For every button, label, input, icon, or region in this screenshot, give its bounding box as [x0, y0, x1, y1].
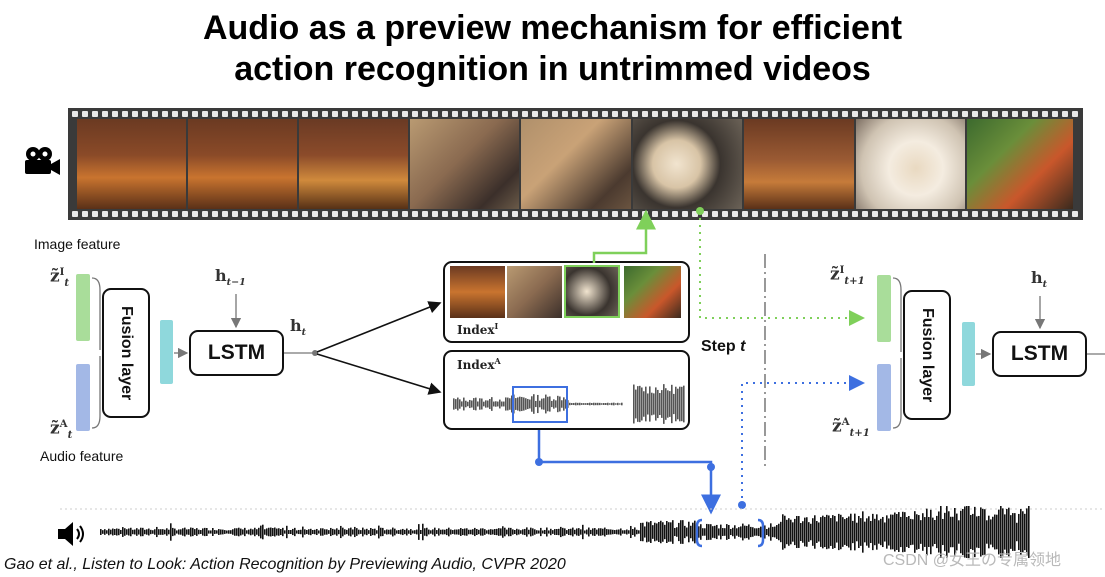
video-frame-9 — [967, 119, 1073, 209]
video-frame-3 — [299, 119, 408, 209]
green-dotted-arrow — [699, 211, 865, 326]
index-image-box: IndexI — [443, 261, 690, 343]
z-image-t-label: z̃It — [50, 266, 70, 290]
blue-dot-right — [707, 463, 715, 471]
z-audio-t-label: z̃At — [50, 418, 73, 442]
audio-feature-label: Audio feature — [40, 448, 124, 464]
video-frame-5 — [521, 119, 631, 209]
h-t-minus-1-label: ht−1 — [215, 266, 246, 289]
video-frame-4 — [410, 119, 519, 209]
video-camera-icon — [25, 147, 60, 175]
index-frame-2 — [507, 266, 562, 318]
branch-point — [312, 350, 318, 356]
video-frame-2 — [188, 119, 297, 209]
blue-select-arrow — [537, 430, 721, 515]
citation: Gao et al., Listen to Look: Action Recog… — [4, 556, 566, 573]
fusion-layer-box: Fusion layer — [102, 288, 150, 418]
audio-feature-bar — [76, 364, 90, 431]
video-frame-7 — [744, 119, 854, 209]
lstm-box-next: LSTM — [992, 331, 1087, 377]
watermark: CSDN @女王の专属领地 — [883, 552, 1062, 569]
index-audio-waveforms — [453, 384, 685, 424]
z-image-t1-label: z̃It+1 — [830, 264, 865, 288]
index-frame-1 — [450, 266, 505, 318]
index-audio-box: IndexA — [443, 350, 690, 430]
index-frame-3-selected — [564, 265, 620, 318]
lstm-box: LSTM — [189, 330, 284, 376]
blue-dotted-arrow — [741, 375, 865, 505]
to-index-image-arrow — [316, 301, 442, 353]
index-audio-label: IndexA — [457, 356, 501, 372]
step-label: Step t — [701, 338, 746, 355]
video-frame-6 — [633, 119, 742, 209]
z-audio-t1-label: z̃At+1 — [832, 416, 870, 440]
title-line-1: Audio as a preview mechanism for efficie… — [202, 9, 903, 47]
fusion-layer-box-next: Fusion layer — [903, 290, 951, 420]
audio-waveform — [100, 506, 1030, 558]
green-select-arrow — [592, 209, 656, 263]
right-brace — [892, 277, 902, 429]
index-image-label: IndexI — [457, 321, 499, 337]
index-frame-4 — [624, 266, 681, 318]
fusion-layer-label-next: Fusion layer — [919, 307, 936, 403]
fusion-layer-label: Fusion layer — [118, 305, 135, 401]
left-brace — [91, 277, 101, 429]
h-t-label-next: ht — [1031, 268, 1048, 291]
video-frame-1 — [77, 119, 186, 209]
h-t-label: ht — [290, 316, 307, 339]
audio-feature-bar-next — [877, 364, 891, 431]
slide-title: Audio as a preview mechanism for efficie… — [0, 8, 1105, 90]
fused-feature-bar — [160, 320, 173, 384]
waveform-bracket-left — [695, 518, 703, 548]
fused-feature-bar-next — [962, 322, 975, 386]
blue-dot-left — [535, 458, 543, 466]
speaker-icon — [58, 522, 84, 546]
title-line-2: action recognition in untrimmed videos — [234, 50, 871, 88]
film-sprockets — [72, 111, 1078, 217]
index-audio-selected — [512, 386, 568, 423]
waveform-bracket-right — [757, 518, 765, 548]
image-feature-bar — [76, 274, 90, 341]
to-index-audio-arrow — [316, 353, 442, 395]
image-feature-bar-next — [877, 275, 891, 342]
video-frame-8 — [856, 119, 965, 209]
image-feature-label: Image feature — [34, 236, 121, 252]
